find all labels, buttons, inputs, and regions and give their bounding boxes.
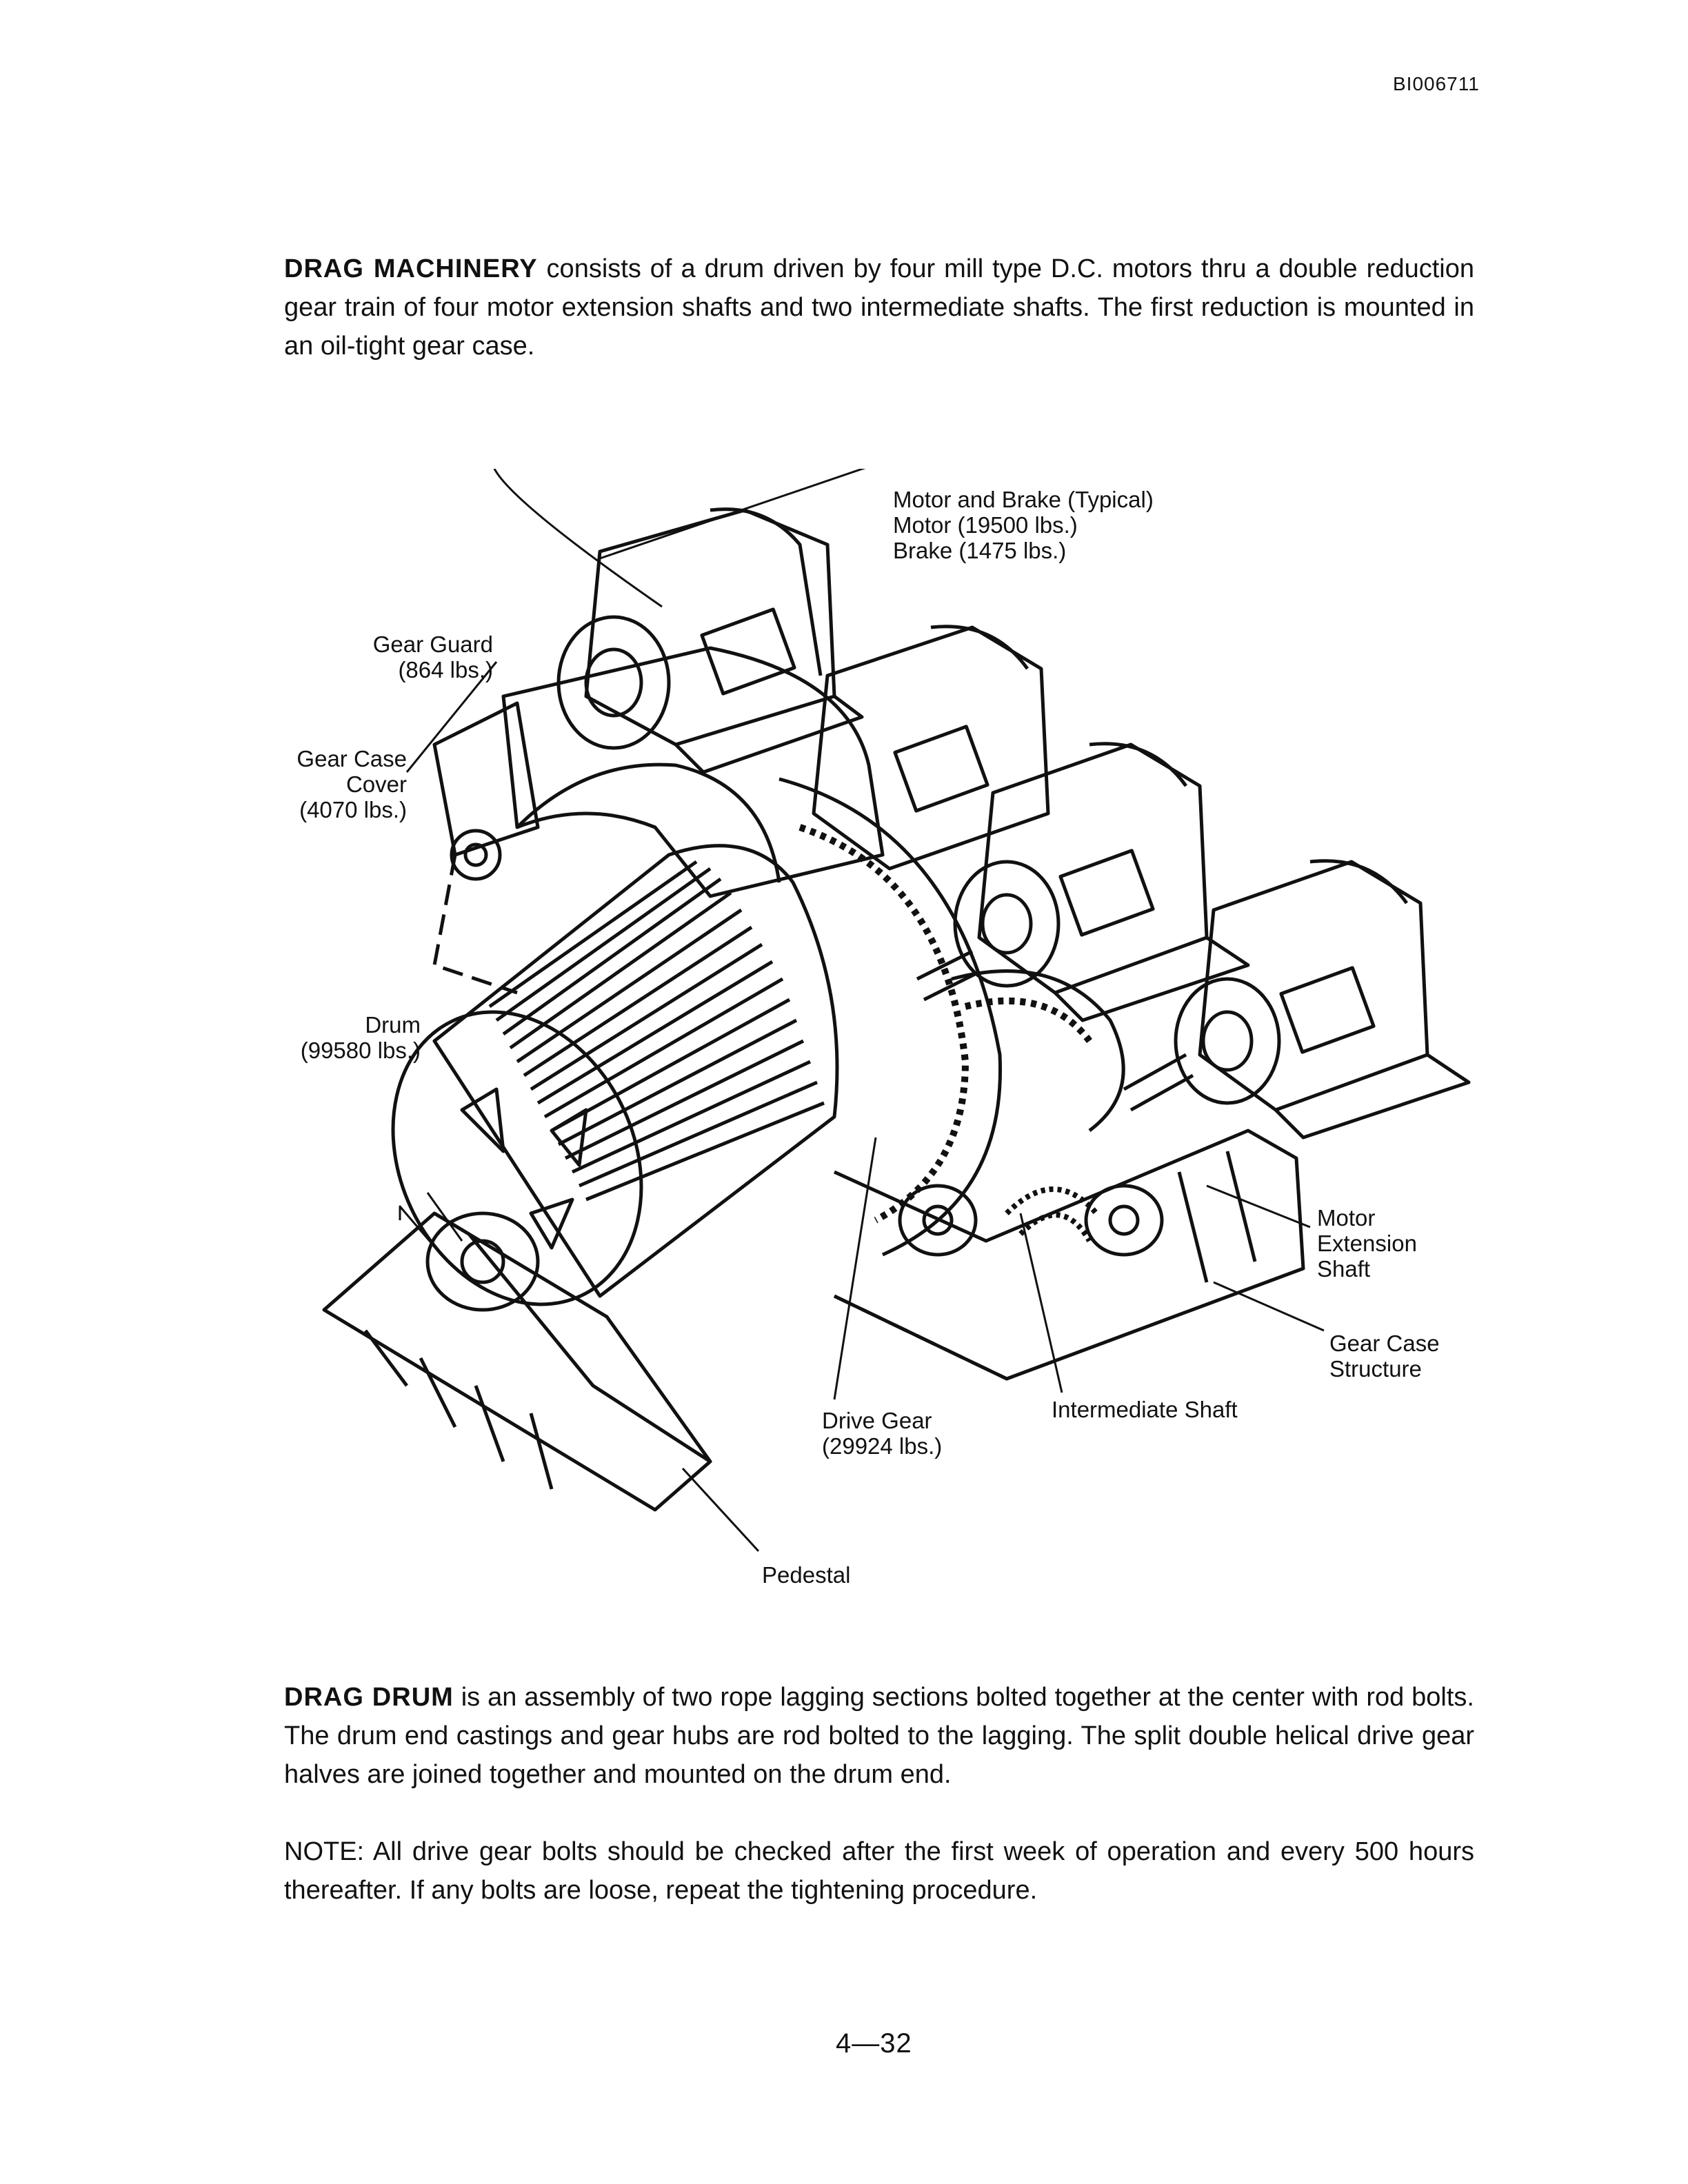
drag-machinery-illustration (322, 461, 1471, 1553)
motor-3 (953, 742, 1250, 1022)
label-motor-and-brake: Motor and Brake (Typical) Motor (19500 l… (893, 487, 1154, 563)
motor-4 (1174, 859, 1471, 1140)
note-paragraph: NOTE: All drive gear bolts should be che… (284, 1832, 1474, 1910)
extension-shaft-lines (1123, 1053, 1194, 1112)
gear-guard-shape (432, 646, 885, 995)
label-gear-guard: Gear Guard (864 lbs.) (372, 631, 493, 682)
intro-text: consists of a drum driven by four mill t… (284, 254, 1474, 361)
gear-case-structure-shape (833, 1129, 1305, 1381)
drum-shape (391, 844, 839, 1306)
note-text: NOTE: All drive gear bolts should be che… (284, 1837, 1474, 1905)
drag-drum-heading: DRAG DRUM (284, 1683, 454, 1712)
motor-1 (556, 507, 864, 774)
label-gear-case-cover: Gear Case Cover (4070 lbs.) (297, 746, 407, 822)
page-number: 4—32 (836, 2028, 912, 2059)
label-drive-gear: Drive Gear (29924 lbs.) (822, 1408, 943, 1459)
leader-lines (399, 461, 1325, 1553)
intro-paragraph: DRAG MACHINERY consists of a drum driven… (284, 250, 1474, 365)
document-id: BI006711 (1393, 73, 1480, 94)
label-gear-case-structure: Gear Case Structure (1329, 1331, 1440, 1382)
label-motor-extension-shaft: Motor Extension Shaft (1317, 1205, 1417, 1282)
drag-drum-paragraph: DRAG DRUM is an assembly of two rope lag… (284, 1678, 1474, 1794)
label-drum: Drum (99580 lbs.) (300, 1012, 421, 1063)
intro-heading: DRAG MACHINERY (284, 254, 538, 283)
label-intermediate-shaft: Intermediate Shaft (1052, 1397, 1238, 1422)
drag-machinery-figure: Motor and Brake (Typical) Motor (19500 l… (228, 461, 1538, 1613)
label-pedestal: Pedestal (762, 1562, 851, 1588)
pedestal-shape (322, 1211, 712, 1512)
drag-drum-text: is an assembly of two rope lagging secti… (284, 1683, 1474, 1789)
drive-gear-shape (778, 777, 1125, 1257)
motor-2 (812, 625, 1050, 871)
